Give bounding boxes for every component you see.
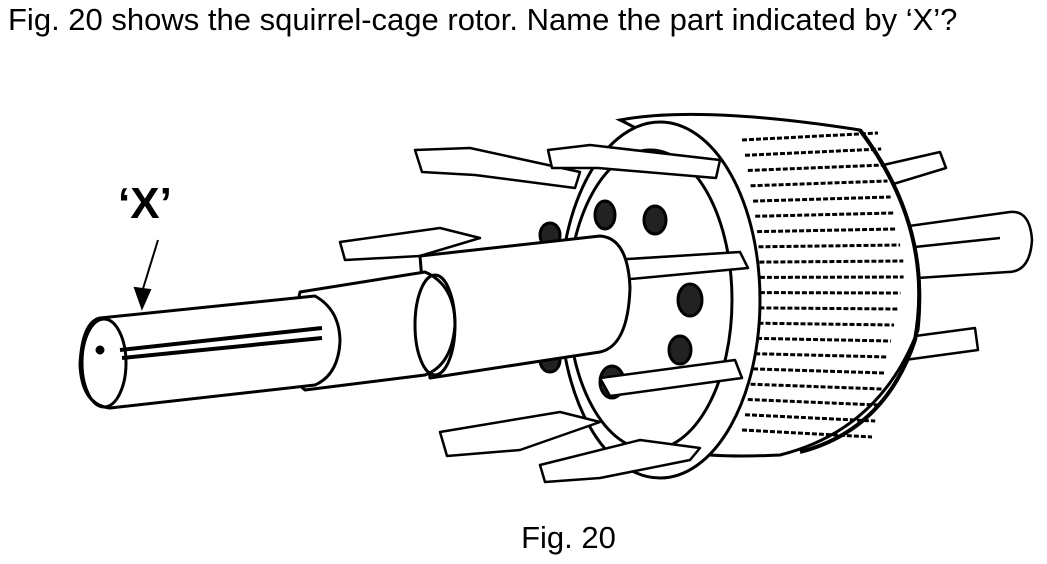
shaft-end-face <box>80 317 128 409</box>
fin-right-inner <box>904 236 1001 250</box>
rotor-bar <box>758 243 901 249</box>
vent-hole <box>676 282 704 318</box>
vent-hole <box>667 334 693 366</box>
rotor-bar <box>750 382 882 391</box>
rotor-bar <box>750 179 888 188</box>
shaft-shoulder-ring <box>413 273 457 377</box>
blade-top <box>546 143 722 180</box>
rotor-bar <box>741 131 879 142</box>
pointer-line <box>141 239 159 293</box>
question-text: Fig. 20 shows the squirrel-cage rotor. N… <box>8 2 958 37</box>
keyway <box>119 326 323 360</box>
blade-bottom <box>538 438 702 484</box>
rotor-bar <box>741 428 873 439</box>
rotor-bar <box>747 398 879 407</box>
rotor-bar <box>759 259 904 264</box>
figure-caption: Fig. 20 <box>521 520 616 555</box>
rotor-drawing: ‘X’ <box>78 112 1034 484</box>
rotor-bars <box>741 131 904 439</box>
end-ring-right <box>799 128 922 454</box>
rotor-bar <box>753 367 885 375</box>
blade-bottom-left <box>438 410 602 458</box>
vent-hole <box>642 204 668 236</box>
shaft-large-section <box>418 234 632 380</box>
blade-left <box>338 226 482 262</box>
rotor-bar <box>757 336 891 343</box>
pointer-arrow <box>133 239 159 311</box>
shaft-end <box>78 294 342 410</box>
blade-lower-right <box>598 358 744 398</box>
rotor-bar <box>747 163 885 172</box>
shaft-center-hole <box>95 345 105 355</box>
pointer-label: ‘X’ <box>118 179 172 228</box>
rotor-bar <box>753 195 891 203</box>
pointer-head <box>133 286 152 311</box>
rotor-figure: ‘X’ <box>0 60 1047 520</box>
rotor-bar <box>755 352 888 359</box>
rotor-bar <box>744 413 876 423</box>
rotor-bar <box>744 147 882 157</box>
rotor-bar <box>757 227 897 234</box>
rotor-bar <box>758 321 895 327</box>
rotor-bar <box>755 211 894 218</box>
rotor-shaft <box>78 234 632 410</box>
vent-hole <box>593 199 617 231</box>
blade-top-left <box>413 146 582 190</box>
rotor-bar <box>759 306 898 311</box>
